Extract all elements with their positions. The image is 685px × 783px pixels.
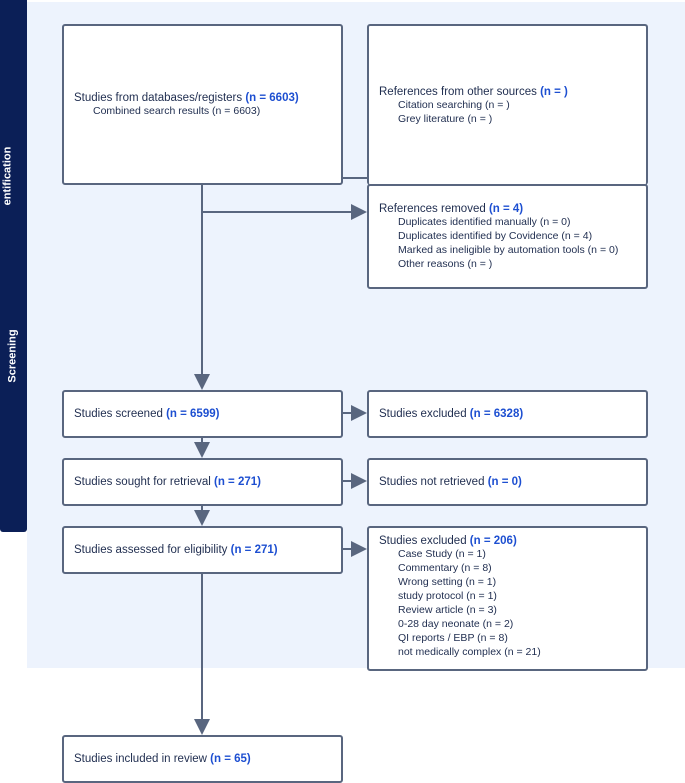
not-retrieved-box: Studies not retrieved (n = 0) [367, 458, 648, 506]
screened-count: (n = 6599) [166, 408, 220, 420]
excluded-full-count: (n = 206) [469, 535, 517, 547]
databases-title: Studies from databases/registers [74, 91, 246, 104]
removed-count: (n = 4) [488, 202, 524, 215]
excluded-reason: Commentary (n = 8) [398, 562, 492, 574]
other-sources-item: Grey literature (n = ) [398, 112, 493, 125]
sought-box: Studies sought for retrieval (n = 271) [62, 458, 343, 506]
not-retrieved-title: Studies not retrieved [379, 476, 485, 488]
databases-box: Studies from databases/registers (n = 66… [62, 24, 343, 185]
excluded-screen-box: Studies excluded (n = 6328) [367, 390, 648, 438]
other-sources-count: (n = ) [540, 85, 568, 98]
removed-item: Duplicates identified manually (n = 0) [398, 215, 571, 228]
screened-box: Studies screened (n = 6599) [62, 390, 343, 438]
assessed-box: Studies assessed for eligibility (n = 27… [62, 526, 343, 574]
databases-item: Combined search results (n = 6603) [93, 104, 261, 117]
excluded-reason: QI reports / EBP (n = 8) [398, 632, 508, 644]
removed-box: References removed (n = 4) Duplicates id… [367, 184, 648, 289]
excluded-full-box: Studies excluded (n = 206) Case Study (n… [367, 526, 648, 671]
excluded-reason: Wrong setting (n = 1) [398, 576, 497, 588]
other-sources-item: Citation searching (n = ) [398, 98, 510, 111]
included-title: Studies included in review [74, 753, 207, 765]
removed-item: Other reasons (n = ) [398, 257, 493, 270]
excluded-full-title: Studies excluded [379, 535, 470, 547]
removed-item: Duplicates identified by Covidence (n = … [398, 229, 593, 242]
screened-title: Studies screened [74, 408, 163, 420]
not-retrieved-count: (n = 0) [487, 476, 522, 488]
other-sources-box: References from other sources (n = ) Cit… [367, 24, 648, 185]
assessed-count: (n = 271) [230, 544, 278, 556]
included-box: Studies included in review (n = 65) [62, 735, 343, 783]
excluded-reason: study protocol (n = 1) [398, 590, 497, 602]
sought-title: Studies sought for retrieval [74, 476, 211, 488]
included-count: (n = 65) [210, 753, 251, 765]
excluded-screen-title: Studies excluded [379, 408, 467, 420]
sought-count: (n = 271) [214, 476, 261, 488]
assessed-title: Studies assessed for eligibility [74, 544, 228, 556]
excluded-reason: not medically complex (n = 21) [398, 646, 541, 658]
other-sources-title: References from other sources [379, 85, 541, 98]
excluded-reason: Case Study (n = 1) [398, 548, 486, 560]
excluded-reason: 0-28 day neonate (n = 2) [398, 618, 514, 630]
removed-title: References removed [379, 202, 489, 215]
phase-sidebar: entification Screening [0, 0, 27, 532]
databases-count: (n = 6603) [245, 91, 299, 104]
removed-item: Marked as ineligible by automation tools… [398, 243, 619, 256]
excluded-reason: Review article (n = 3) [398, 604, 497, 616]
excluded-screen-count: (n = 6328) [469, 408, 524, 420]
